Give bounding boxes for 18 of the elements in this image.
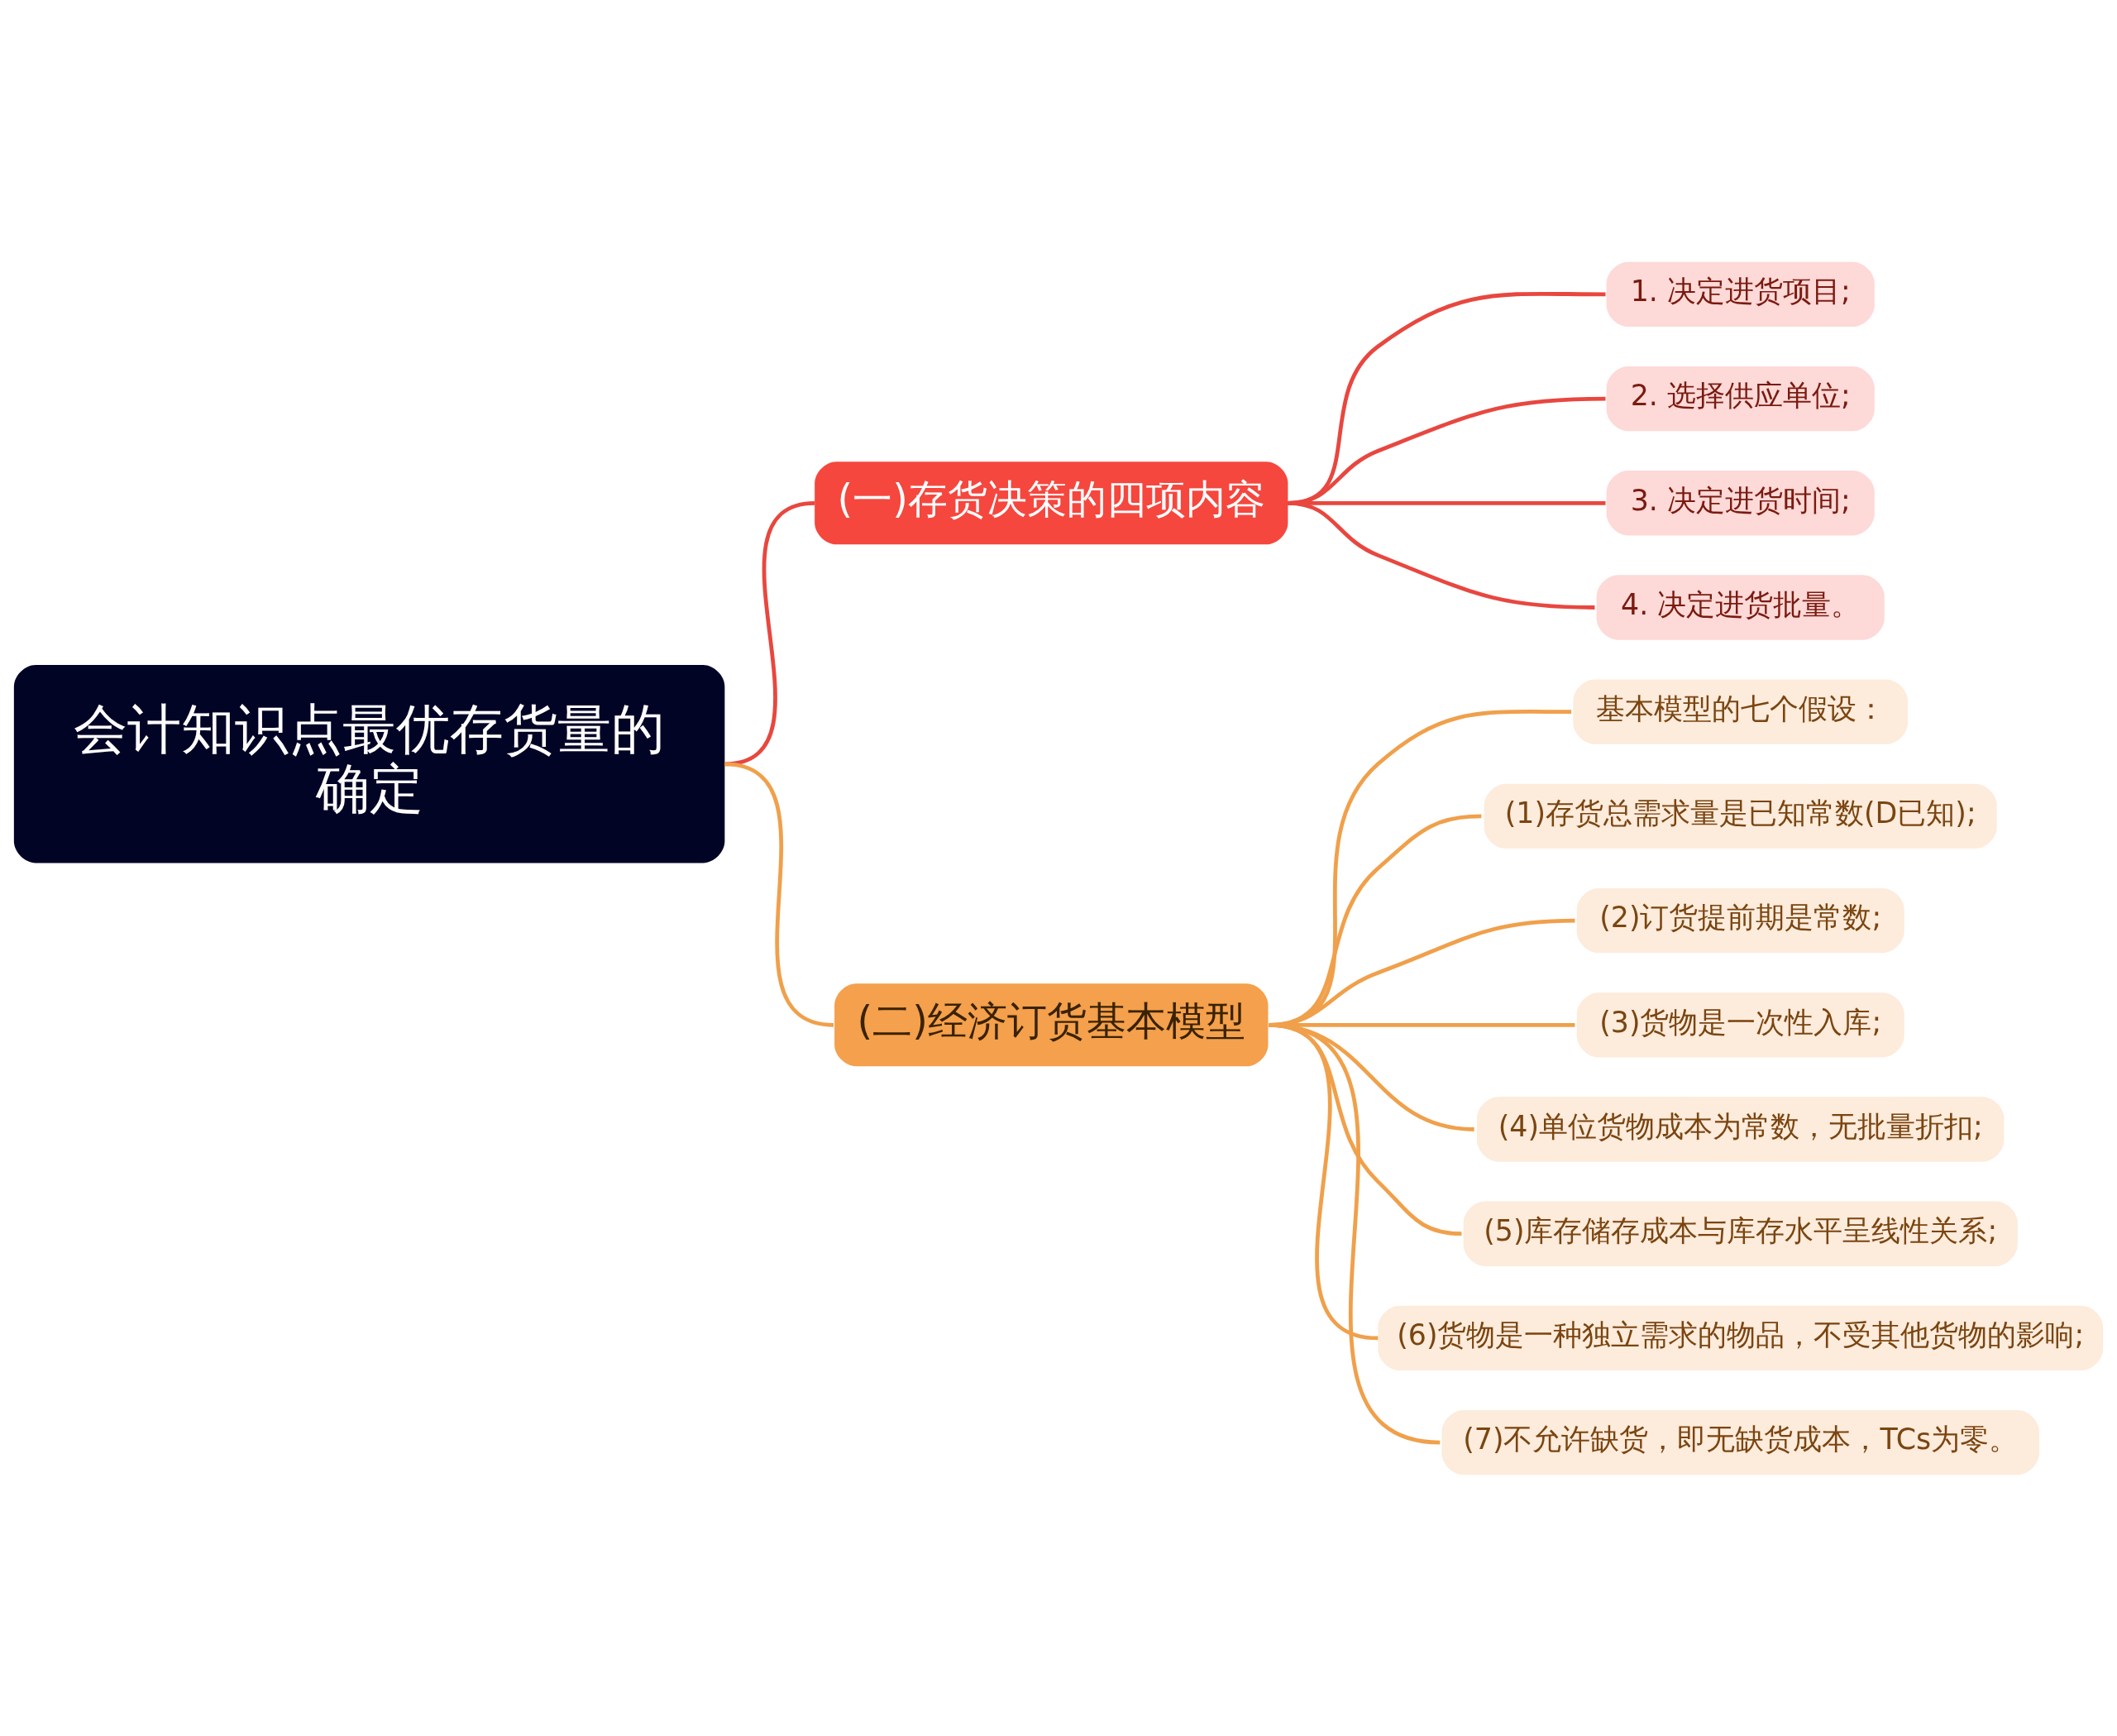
node-box: (2)订货提前期是常数; [1576, 887, 1904, 953]
node-box: 基本模型的七个假设： [1573, 679, 1909, 744]
node-box: 会计知识点最优存货量的确定 [13, 664, 725, 863]
node-box: 3. 决定进货时间; [1606, 470, 1875, 535]
node-box: (二)经济订货基本模型 [834, 983, 1269, 1066]
connector [724, 761, 834, 1027]
node-box: (一)存货决策的四项内容 [815, 461, 1288, 544]
node-box: (7)不允许缺货，即无缺货成本，TCs为零。 [1441, 1409, 2039, 1475]
node-box: (4)单位货物成本为常数，无批量折扣; [1476, 1096, 2005, 1162]
node-box: 2. 选择供应单位; [1606, 366, 1875, 431]
connector [1269, 1022, 1441, 1444]
node-box: (1)存货总需求量是已知常数(D已知); [1484, 783, 1997, 849]
node-box: (3)货物是一次性入库; [1576, 992, 1904, 1057]
node-box: 1. 决定进货项目; [1606, 261, 1875, 327]
node-box: (6)货物是一种独立需求的物品，不受其他货物的影响; [1378, 1305, 2104, 1370]
connector [1288, 500, 1595, 610]
node-box: 4. 决定进货批量。 [1596, 574, 1885, 640]
node-box: (5)库存储存成本与库存水平呈线性关系; [1463, 1201, 2018, 1266]
